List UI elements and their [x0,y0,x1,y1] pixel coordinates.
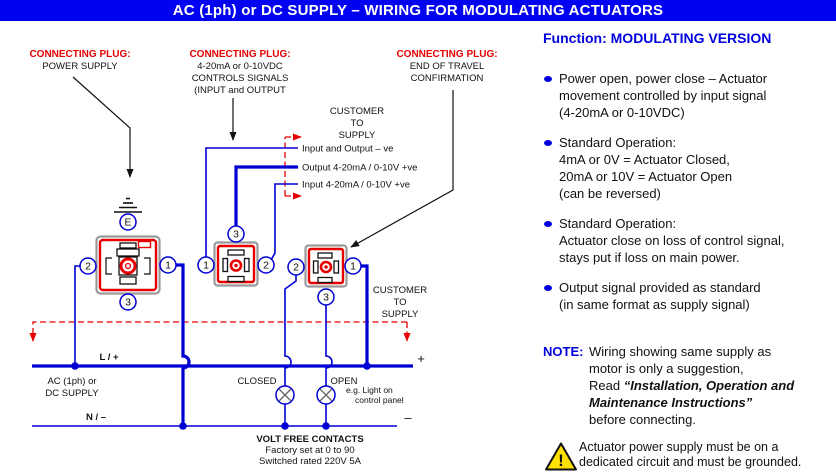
svg-text:2: 2 [293,262,299,274]
warning-line: Actuator power supply must be on a [579,440,779,454]
bullet-dot-icon [544,221,552,227]
svg-text:AC (1ph) or: AC (1ph) or [47,376,96,387]
bullet-line: movement controlled by input signal [559,88,767,103]
svg-text:+: + [417,351,425,366]
label-switch-rating: Switched rated 220V 5A [259,456,362,467]
label-customer-to-supply-top: CUSTOMER TO SUPPLY [330,106,384,141]
svg-text:TO: TO [393,297,406,308]
bullet-line: (4-20mA or 0-10VDC) [559,105,685,120]
svg-text:L / +: L / + [99,352,119,363]
label-connecting-plug-controls: CONNECTING PLUG: 4-20mA or 0-10VDC CONTR… [189,49,290,96]
svg-text:DC SUPPLY: DC SUPPLY [45,388,99,399]
function-panel: Function: MODULATING VERSION Power open,… [543,30,835,471]
bullet-line: Standard Operation: [559,135,677,150]
bullet-line: 20mA or 10V = Actuator Open [559,169,733,184]
svg-text:CUSTOMER: CUSTOMER [373,285,427,296]
signal-lines: Input and Output – ve Output 4-20mA / 0-… [205,144,417,261]
svg-text:3: 3 [125,297,131,309]
note-label: NOTE: [543,344,584,359]
svg-text:CONNECTING PLUG:: CONNECTING PLUG: [189,49,290,60]
note-line: motor is only a suggestion, [589,361,744,376]
svg-text:(INPUT and OUTPUT: (INPUT and OUTPUT [194,85,286,96]
bullet-line: Output signal provided as standard [559,280,761,295]
warning-block: ! Actuator power supply must be on a ded… [543,440,835,471]
bullet-line: Actuator close on loss of control signal… [559,233,785,248]
svg-text:POWER SUPPLY: POWER SUPPLY [42,61,118,72]
function-bullet-4: Output signal provided as standard (in s… [543,279,835,313]
bullet-dot-icon [544,140,552,146]
svg-text:Output 4-20mA / 0-10V +ve: Output 4-20mA / 0-10V +ve [302,163,417,174]
label-customer-to-supply-right: CUSTOMER TO SUPPLY [373,285,427,320]
function-bullet-2: Standard Operation: 4mA or 0V = Actuator… [543,134,835,202]
svg-text:END OF TRAVEL: END OF TRAVEL [410,61,485,72]
wires [71,263,371,430]
plug-end-of-travel: 2 1 3 [287,244,362,306]
warning-line: dedicated circuit and must be grounded. [579,455,802,469]
lamp-open [316,385,336,405]
bullet-dot-icon [544,285,552,291]
svg-text:CONFIRMATION: CONFIRMATION [411,73,484,84]
note-block: NOTE: Wiring showing same supply as moto… [543,343,835,428]
svg-text:E: E [124,217,131,229]
svg-text:1: 1 [350,261,356,273]
pointer-arrows [72,76,454,248]
bullet-line: (can be reversed) [559,186,661,201]
svg-text:Input and Output – ve: Input and Output – ve [302,144,393,155]
label-open: OPEN [331,376,358,387]
svg-text:N / –: N / – [86,412,106,423]
note-line: before connecting. [589,412,696,427]
bullet-line: 4mA or 0V = Actuator Closed, [559,152,730,167]
svg-text:Input 4-20mA / 0-10V +ve: Input 4-20mA / 0-10V +ve [302,180,410,191]
function-bullet-3: Standard Operation: Actuator close on lo… [543,215,835,266]
bullet-line: Power open, power close – Actuator [559,71,768,86]
svg-text:SUPPLY: SUPPLY [382,309,419,320]
warning-icon: ! [545,442,577,471]
label-factory-set: Factory set at 0 to 90 [265,445,354,456]
lamp-closed [275,385,295,405]
svg-text:3: 3 [233,229,239,241]
earth-ground-icon [114,197,142,213]
note-line: Wiring showing same supply as [589,344,772,359]
bullet-dot-icon [544,76,552,82]
svg-text:–: – [404,410,412,425]
function-heading: Function: MODULATING VERSION [543,30,772,46]
plug-control-signals: 3 1 2 [197,225,275,287]
label-connecting-plug-power: CONNECTING PLUG: POWER SUPPLY [29,49,130,72]
bullet-line: Standard Operation: [559,216,677,231]
plug-power-supply: E 2 1 3 [79,213,177,311]
svg-text:CUSTOMER: CUSTOMER [330,106,384,117]
bullet-line: stays put if loss on main power. [559,250,740,265]
label-connecting-plug-end-of-travel: CONNECTING PLUG: END OF TRAVEL CONFIRMAT… [396,49,497,84]
title-bar: AC (1ph) or DC SUPPLY – WIRING FOR MODUL… [0,0,836,21]
page-title: AC (1ph) or DC SUPPLY – WIRING FOR MODUL… [172,2,664,19]
svg-text:TO: TO [350,118,363,129]
svg-text:CONTROLS SIGNALS: CONTROLS SIGNALS [192,73,289,84]
svg-text:2: 2 [263,260,269,272]
svg-text:CONNECTING PLUG:: CONNECTING PLUG: [29,49,130,60]
label-lamp-hint2: control panel [355,395,404,405]
note-line: Read “Installation, Operation and [589,378,795,393]
supply-rails: L / + N / – AC (1ph) or DC SUPPLY + – [32,351,425,427]
svg-text:2: 2 [85,261,91,273]
svg-text:4-20mA or 0-10VDC: 4-20mA or 0-10VDC [197,61,283,72]
bullet-line: (in same format as supply signal) [559,297,750,312]
svg-text:SUPPLY: SUPPLY [339,130,376,141]
label-volt-free: VOLT FREE CONTACTS [256,434,363,445]
svg-text:3: 3 [323,292,329,304]
label-lamp-hint1: e.g. Light on [346,385,393,395]
svg-text:1: 1 [203,260,209,272]
note-line: Maintenance Instructions” [589,395,753,410]
svg-text:!: ! [558,451,564,470]
svg-text:CONNECTING PLUG:: CONNECTING PLUG: [396,49,497,60]
label-closed: CLOSED [237,376,276,387]
svg-text:1: 1 [165,260,171,272]
function-bullet-1: Power open, power close – Actuator movem… [543,70,835,121]
